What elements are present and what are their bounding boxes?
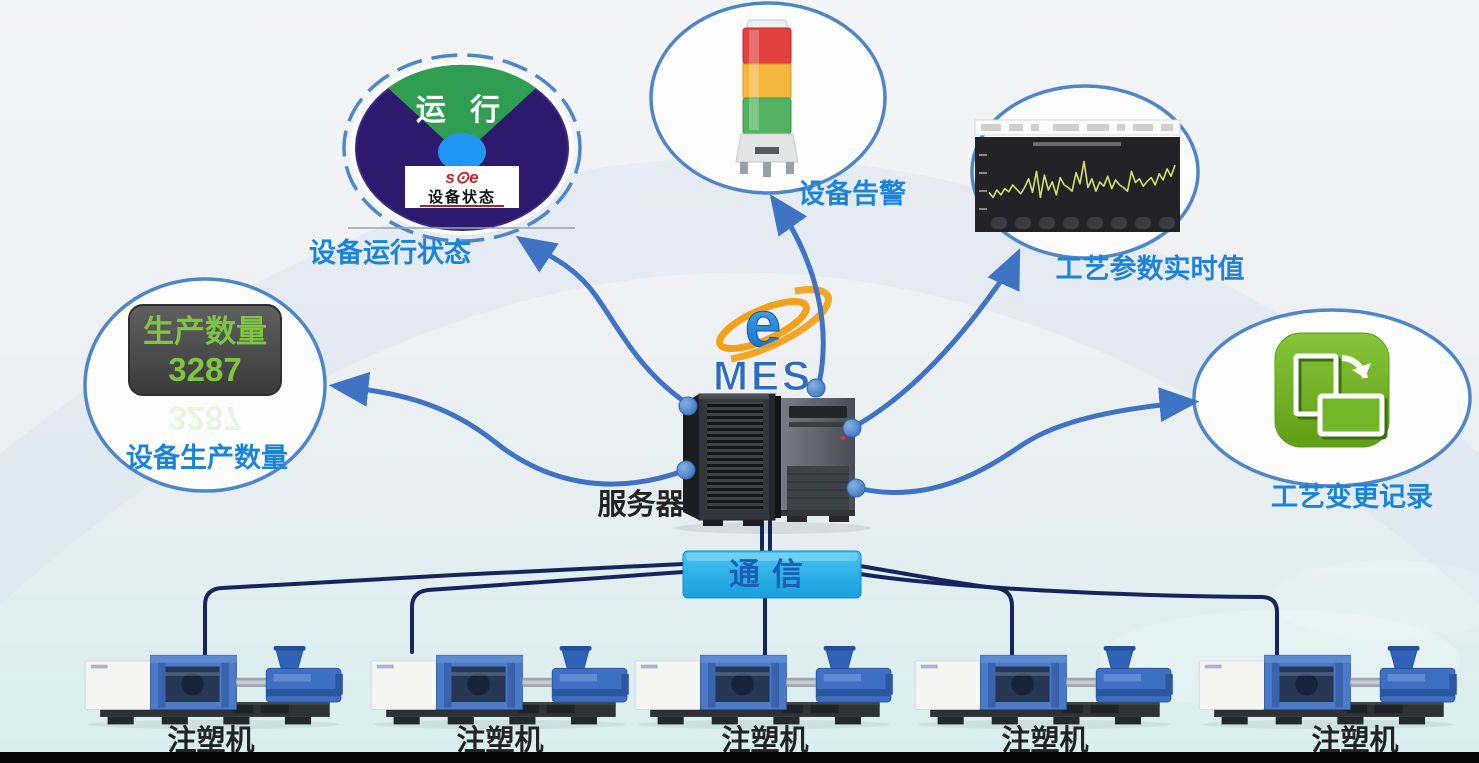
server-vent-grille	[707, 402, 763, 510]
params-label: 工艺参数实时值	[1056, 253, 1245, 284]
arrow-to-alarm	[769, 193, 826, 391]
param-chart-bottom-bumps	[991, 217, 1175, 229]
network-cables	[203, 510, 1279, 660]
production-panel-value: 3287	[168, 351, 241, 388]
alarm-label: 设备告警	[798, 179, 906, 209]
gauge-wedge	[388, 64, 536, 156]
arrow-to-production	[328, 371, 689, 487]
server-connection-dots	[676, 378, 866, 498]
bottom-bar	[0, 752, 1479, 763]
landscape-screen-shape	[1317, 393, 1385, 437]
machine-label-4: 注塑机	[1001, 723, 1088, 757]
change-label: 工艺变更记录	[1271, 481, 1433, 512]
gauge-label-box	[405, 166, 519, 208]
arrow-to-params	[849, 248, 1021, 431]
machine-label-1: 注塑机	[167, 723, 254, 757]
cable-machine-1	[203, 562, 685, 660]
production-panel-reflection: 3287	[168, 400, 241, 437]
arrow-to-change	[854, 387, 1200, 495]
comm-box-label: 通信	[729, 557, 815, 592]
param-chart-toolbar-controls	[981, 124, 1173, 131]
param-chart-line	[988, 160, 1176, 199]
gauge-brand-text: s⊙e	[445, 168, 478, 187]
machine-label-2: 注塑机	[456, 723, 543, 757]
param-chart-yticks	[979, 154, 987, 210]
comm-box: 通信	[682, 550, 862, 599]
server-label: 服务器	[597, 488, 685, 521]
production-panel: 生产数量 3287 3287	[128, 304, 282, 437]
water-texture	[1270, 560, 1479, 640]
param-chart	[974, 119, 1181, 232]
ie-swoosh-icon	[716, 297, 810, 353]
stack-light	[735, 19, 799, 177]
process-change-icon	[1274, 332, 1390, 448]
arrow-to-status	[515, 235, 691, 407]
portrait-screen-shape	[1293, 353, 1339, 417]
machine-label-3: 注塑机	[721, 723, 808, 757]
production-label: 设备生产数量	[126, 443, 288, 473]
gauge-sub-label: 设备状态	[428, 188, 496, 206]
cable-machine-2	[410, 570, 685, 654]
production-panel-title: 生产数量	[143, 314, 267, 349]
cable-machine-5	[858, 572, 1279, 657]
mes-logo: e	[716, 286, 832, 363]
status-label: 设备运行状态	[309, 237, 471, 268]
mes-system-name: MES	[713, 352, 813, 399]
flow-arrows	[328, 193, 1200, 495]
gauge-running-text: 运 行	[416, 94, 508, 127]
machine-label-5: 注塑机	[1311, 723, 1398, 757]
param-chart-panel	[975, 137, 1180, 232]
status-dashed-ring	[342, 53, 582, 243]
status-gauge: 运 行 s⊙e 设备状态	[342, 53, 582, 243]
server-towers	[675, 393, 871, 534]
param-chart-title-bar	[1033, 142, 1121, 146]
gauge-hub	[438, 133, 486, 171]
